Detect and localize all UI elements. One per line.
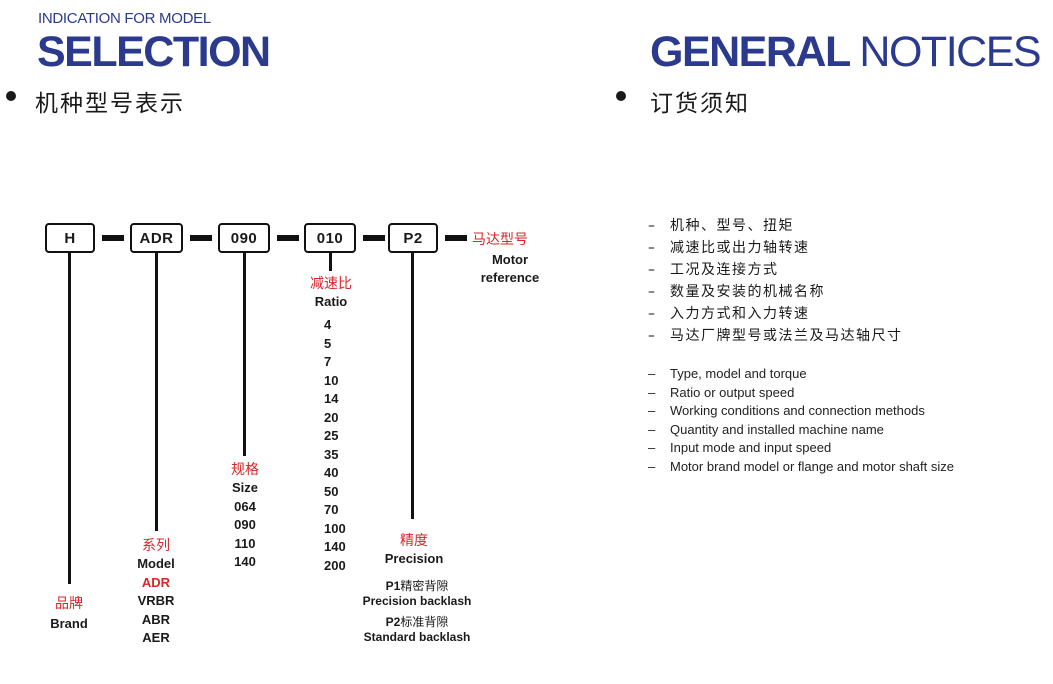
model-value: ADR (141, 574, 171, 590)
list-item: –Type, model and torque (648, 366, 807, 381)
ratio-value: 25 (324, 428, 339, 443)
size-value: 140 (234, 554, 256, 569)
section-title-order: 订货须知 (650, 91, 750, 117)
connector-brand (68, 253, 71, 584)
ratio-value: 20 (324, 409, 339, 425)
list-item: –Input mode and input speed (648, 440, 832, 455)
precision-p1: P1精密背隙 Precision backlash (362, 579, 472, 608)
size-value: 064 (234, 498, 256, 514)
precision-label: 精度 Precision (384, 533, 444, 566)
code-dash (277, 235, 299, 241)
ratio-value: 5 (324, 335, 332, 351)
notices-en-list: –Type, model and torque –Ratio or output… (648, 365, 954, 476)
code-box-precision: P2 (388, 223, 438, 253)
list-item: –Motor brand model or flange and motor s… (648, 458, 954, 474)
list-item: –Quantity and installed machine name (648, 421, 884, 437)
size-value: 110 (234, 535, 256, 551)
motor-label-en: Motor reference (480, 252, 540, 285)
ratio-label: 减速比 Ratio (310, 276, 352, 309)
code-box-model: ADR (130, 223, 183, 253)
motor-label-zh: 马达型号 (472, 232, 528, 248)
notices-title-light: NOTICES (859, 28, 1041, 76)
notices-title-bold: GENERAL (650, 28, 850, 76)
list-item: –机种、型号、扭矩 (648, 218, 794, 234)
code-box-size: 090 (218, 223, 270, 253)
code-box-ratio: 010 (304, 223, 356, 253)
code-box-brand: H (45, 223, 95, 253)
model-label: 系列 Model ADR VRBR ABR AER (125, 537, 187, 648)
size-value: 090 (234, 517, 256, 532)
ratio-value: 10 (324, 372, 339, 388)
precision-p2: P2标准背隙 Standard backlash (363, 615, 471, 644)
list-item: –马达厂牌型号或法兰及马达轴尺寸 (648, 328, 903, 344)
list-item: –工况及连接方式 (648, 262, 779, 278)
section-title-model: 机种型号表示 (35, 91, 185, 117)
connector-precision (411, 253, 414, 519)
ratio-value: 7 (324, 354, 332, 369)
list-item: –Ratio or output speed (648, 384, 795, 400)
bullet-icon (6, 91, 16, 101)
ratio-value: 70 (324, 502, 339, 517)
ratio-value: 35 (324, 446, 339, 462)
size-label: 规格 Size 064 090 110 140 (215, 461, 275, 572)
selection-title: SELECTION (37, 28, 271, 76)
list-item: –Working conditions and connection metho… (648, 403, 925, 418)
ratio-values: 4 5 7 10 14 20 25 35 40 50 70 100 140 20… (324, 316, 364, 575)
list-item: –减速比或出力轴转速 (648, 240, 810, 256)
model-value: VRBR (137, 593, 175, 608)
ratio-value: 14 (324, 391, 339, 406)
code-dash (363, 235, 385, 241)
list-item: –入力方式和入力转速 (648, 306, 810, 322)
connector-model (155, 253, 158, 531)
ratio-value: 50 (324, 483, 339, 499)
ratio-value: 200 (324, 557, 346, 573)
brand-label: 品牌 Brand (50, 596, 88, 631)
code-dash (190, 235, 212, 241)
small-title: INDICATION FOR MODEL (38, 10, 211, 27)
ratio-value: 4 (324, 317, 332, 332)
bullet-icon (616, 91, 626, 101)
list-item: –数量及安装的机械名称 (648, 284, 825, 300)
ratio-value: 100 (324, 520, 346, 536)
ratio-value: 140 (324, 539, 346, 554)
code-dash (445, 235, 467, 241)
notices-title: GENERAL NOTICES (650, 28, 1042, 76)
model-value: ABR (141, 611, 171, 627)
connector-ratio (329, 253, 332, 271)
code-dash (102, 235, 124, 241)
model-value: AER (142, 630, 170, 645)
notices-zh-list: –机种、型号、扭矩 –减速比或出力轴转速 –工况及连接方式 –数量及安装的机械名… (648, 215, 903, 347)
connector-size (243, 253, 246, 456)
ratio-value: 40 (324, 465, 339, 480)
